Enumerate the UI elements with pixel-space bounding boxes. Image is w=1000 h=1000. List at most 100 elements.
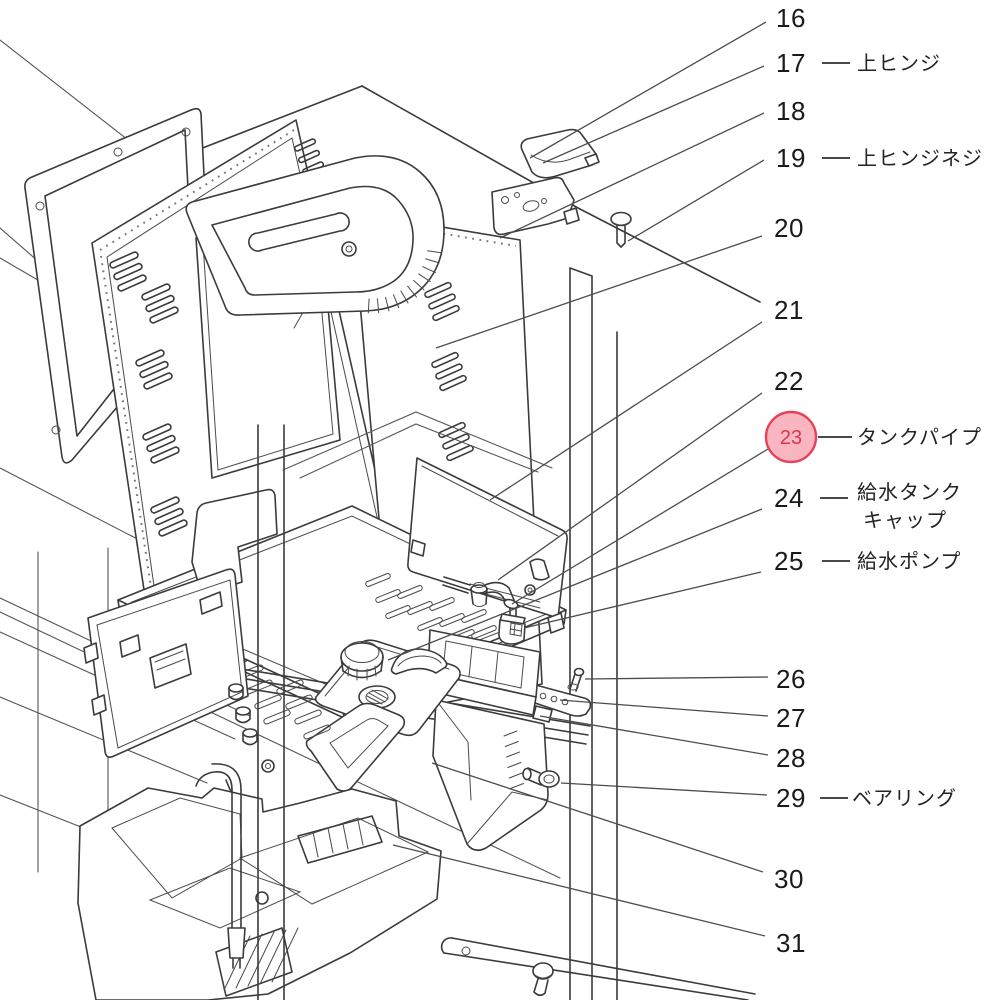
interior-shelf-lines [282,411,553,479]
leader-line-30 [431,762,764,873]
hatch-tick [418,273,431,283]
part-number-24: 24 [774,483,804,513]
vent-slat [109,251,139,269]
foreground-vertical-lines [257,424,285,1000]
vent-slat [424,281,452,299]
part-number-27: 27 [776,703,806,733]
leader-line-27 [559,699,769,717]
grille-slot [439,613,465,627]
vent-slat [117,274,147,292]
hatch-tick [400,290,409,304]
grille-slot [407,601,433,615]
vent-slat [158,519,188,537]
pin-barrel [235,710,251,724]
vent-slat [432,304,460,322]
louver-tick [507,762,522,768]
hinge-bracket [491,176,580,236]
upper-hinge [520,128,600,179]
hinge-pin [567,667,585,692]
callout-31: 31 [392,844,806,958]
callout-26: 26 [584,664,806,694]
part-number-16: 16 [776,3,806,33]
callout-18: 18 [499,96,805,239]
grille-slot [285,694,313,710]
vent-slat [113,262,143,281]
hatch-tick [367,298,370,314]
part-number-29: 29 [776,783,806,813]
louver-tick [506,751,521,758]
part-label-24-line2: キャップ [863,510,947,532]
leader-line-16 [529,21,767,159]
vent-slat [438,421,466,439]
hatch-tick [413,279,425,291]
chute-louvers [503,730,524,789]
vent-slat [141,283,171,301]
louver-tick [503,730,518,737]
vent-slat [446,444,474,462]
part-label-24: 給水タンク [857,481,962,504]
tank-tray [305,702,406,792]
bracket-arm [442,558,550,594]
hatch-tick [271,927,299,983]
part-label-29: ベアリング [852,787,957,810]
pin-barrel [242,732,258,746]
vent-slat [145,294,175,313]
louver-tick [510,783,524,789]
tray-upstand [191,488,278,596]
part-number-21: 21 [774,295,804,325]
vent-slat [431,351,459,369]
door-vent-slats [109,138,325,537]
sensor-tube [195,763,246,969]
grille-slot [471,625,497,639]
louver-tick [508,772,523,779]
bottom-screw [532,962,554,997]
lid-handle [390,648,448,675]
part-number-26: 26 [776,664,806,694]
part-label-19: 上ヒンジネジ [857,147,983,170]
part-label-17: 上ヒンジ [857,52,941,75]
grille-slot [254,694,282,710]
grille-slot [276,679,304,695]
callout-22: 22 [497,366,803,581]
part-label-25: 給水ポンプ [857,550,961,573]
grille-slot [263,709,291,725]
hinge-screw [610,211,632,248]
leader-line-31 [392,844,766,937]
liner-vent-slats [424,281,474,462]
part-number-25: 25 [774,546,804,576]
callout-28: 28 [539,715,805,773]
leader-line-29 [560,782,768,796]
hatch-tick [247,931,275,987]
leader-line-18 [499,112,765,239]
vent-slat [143,372,173,390]
vent-slat [439,374,467,392]
pin-barrel [228,687,244,701]
leader-line-28 [539,715,769,756]
vent-slat [150,446,180,464]
leader-line-22 [497,392,763,581]
base-assembly [77,763,442,1000]
vent-slat [154,507,184,526]
bottom-trim-strip [440,937,756,1000]
leader-line-21 [489,321,763,501]
callout-29: 29 ベアリング [560,782,957,813]
leader-line-24 [387,508,763,661]
callout-25: 25 給水ポンプ [523,546,961,629]
hatch-tick [422,266,436,274]
grille-slot [461,609,487,623]
grille-slot [385,605,411,619]
part-number-19: 19 [776,143,806,173]
board-pins [228,683,258,746]
vent-slat [146,434,176,453]
part-number-31: 31 [776,928,806,958]
vent-slat [149,306,179,324]
vent-slat [428,293,456,310]
grille-slot [397,585,423,599]
highlight-circle[interactable] [764,410,818,464]
